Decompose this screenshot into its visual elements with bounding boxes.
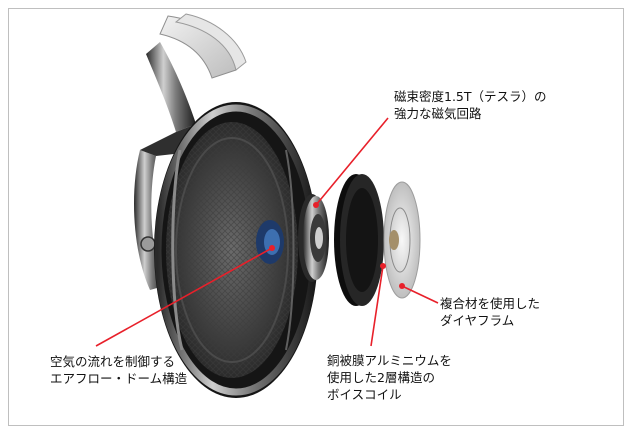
label-diaphragm-line2: ダイヤフラム	[440, 313, 515, 328]
label-airflow-dome-line1: 空気の流れを制御する	[50, 354, 176, 369]
label-magnetic-circuit-line2: 強力な磁気回路	[394, 106, 482, 121]
hinge-screw-icon	[140, 236, 156, 252]
label-voice-coil-line3: ボイスコイル	[327, 387, 402, 402]
headband	[159, 13, 247, 79]
label-magnetic-circuit-line1: 磁束密度1.5T（テスラ）の	[394, 89, 547, 104]
label-voice-coil-line1: 銅被膜アルミニウムを	[327, 353, 452, 368]
label-airflow-dome: 空気の流れを制御する エアフロー・ドーム構造	[50, 353, 187, 387]
label-voice-coil: 銅被膜アルミニウムを 使用した2層構造の ボイスコイル	[327, 352, 452, 403]
label-airflow-dome-line2: エアフロー・ドーム構造	[50, 371, 188, 386]
callout-dots	[269, 202, 405, 289]
label-voice-coil-line2: 使用した2層構造の	[327, 370, 435, 385]
label-diaphragm-line1: 複合材を使用した	[440, 296, 541, 311]
callout-line-diaphragm	[401, 285, 439, 304]
airflow-dome	[256, 220, 284, 264]
voice-coil	[334, 174, 384, 306]
diaphragm	[383, 181, 421, 299]
driver-housing	[154, 102, 318, 398]
label-magnetic-circuit: 磁束密度1.5T（テスラ）の 強力な磁気回路	[394, 88, 547, 122]
callout-lines	[95, 117, 439, 347]
callout-line-magnet	[315, 117, 389, 206]
callout-line-voice-coil	[370, 265, 384, 347]
callout-line-airflow	[95, 247, 273, 347]
label-diaphragm: 複合材を使用した ダイヤフラム	[440, 295, 540, 329]
magnetic-circuit	[298, 194, 329, 282]
